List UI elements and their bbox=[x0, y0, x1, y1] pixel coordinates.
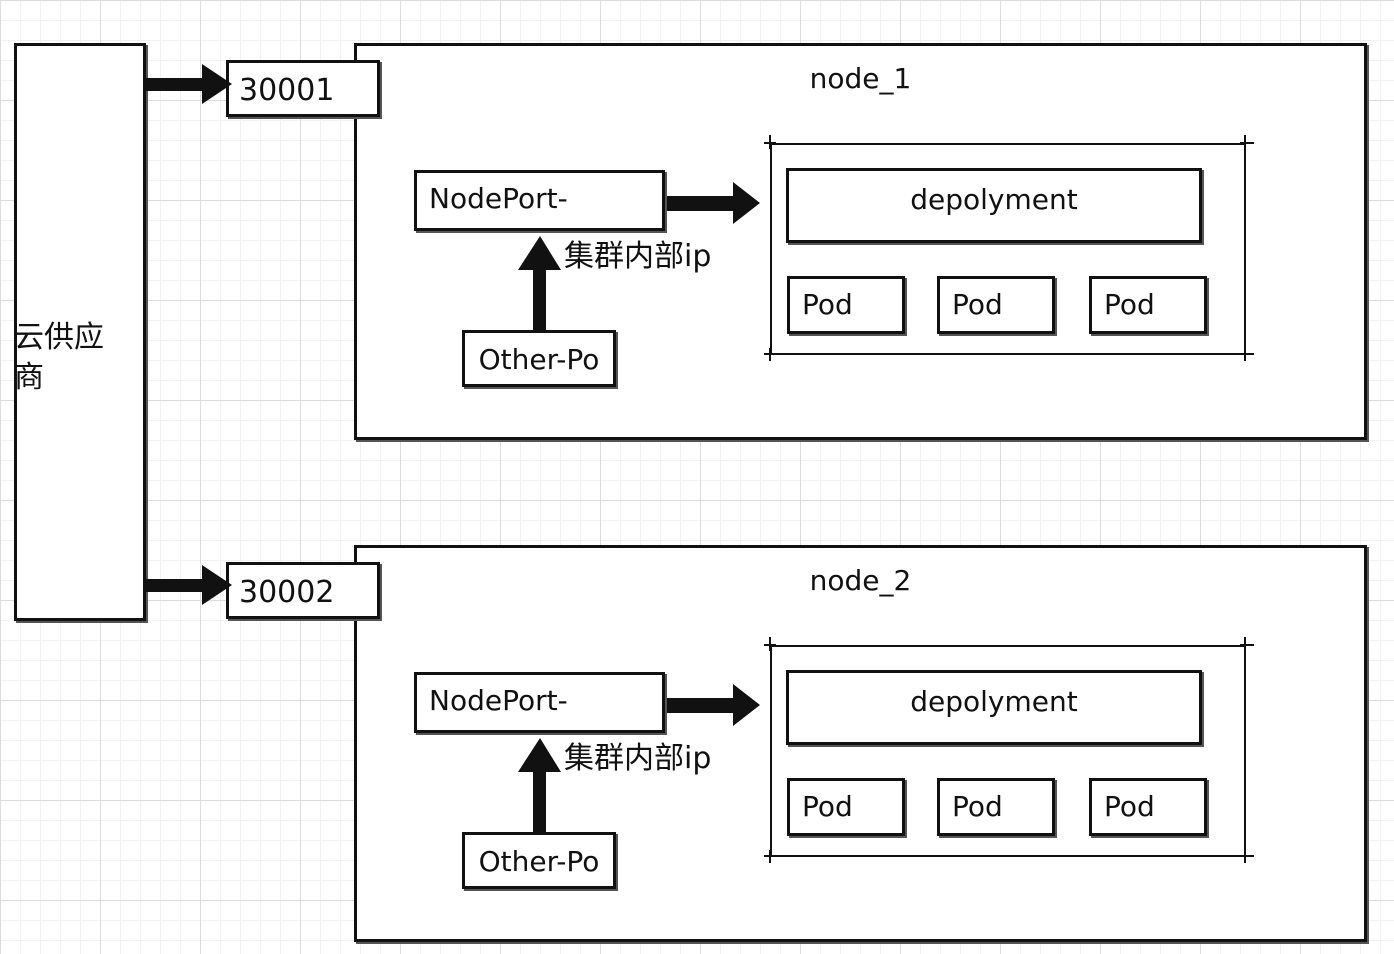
port-label-2: 30002 bbox=[239, 575, 335, 610]
arrow-cloud-to-port-1 bbox=[146, 64, 232, 104]
other-pod-box-2: Other-Po bbox=[462, 832, 616, 889]
other-pod-label-2: Other-Po bbox=[478, 845, 600, 878]
node-title-1: node_1 bbox=[809, 62, 912, 95]
pod-box-2-2: Pod bbox=[937, 778, 1055, 836]
deployment-box-2: depolyment bbox=[786, 670, 1202, 745]
other-pod-label-1: Other-Po bbox=[478, 343, 600, 376]
nodeport-service-label-1: NodePort- bbox=[429, 182, 568, 215]
port-label-1: 30001 bbox=[239, 73, 335, 108]
pod-label-2-2: Pod bbox=[952, 790, 1003, 823]
node-title-2: node_2 bbox=[809, 564, 912, 597]
port-box-2: 30002 bbox=[226, 562, 380, 619]
cloud-provider-label: 云供应商 bbox=[14, 320, 104, 395]
arrow-cloud-to-port-2 bbox=[146, 565, 232, 605]
cluster-ip-label-1: 集群内部ip bbox=[564, 239, 712, 274]
pod-box-1-3: Pod bbox=[1089, 276, 1207, 334]
nodeport-service-box-2: NodePort- bbox=[414, 672, 665, 733]
pod-label-1-1: Pod bbox=[802, 288, 853, 321]
deployment-label-2: depolyment bbox=[910, 685, 1078, 718]
pod-label-1-3: Pod bbox=[1104, 288, 1155, 321]
deployment-label-1: depolyment bbox=[910, 183, 1078, 216]
pod-box-2-1: Pod bbox=[787, 778, 905, 836]
port-box-1: 30001 bbox=[226, 60, 380, 117]
pod-label-1-2: Pod bbox=[952, 288, 1003, 321]
other-pod-box-1: Other-Po bbox=[462, 330, 616, 387]
nodeport-service-box-1: NodePort- bbox=[414, 170, 665, 231]
pod-box-1-1: Pod bbox=[787, 276, 905, 334]
pod-box-2-3: Pod bbox=[1089, 778, 1207, 836]
deployment-box-1: depolyment bbox=[786, 168, 1202, 243]
pod-label-2-3: Pod bbox=[1104, 790, 1155, 823]
pod-box-1-2: Pod bbox=[937, 276, 1055, 334]
cluster-ip-label-2: 集群内部ip bbox=[564, 741, 712, 776]
pod-label-2-1: Pod bbox=[802, 790, 853, 823]
cloud-provider-box bbox=[14, 43, 146, 621]
nodeport-service-label-2: NodePort- bbox=[429, 684, 568, 717]
